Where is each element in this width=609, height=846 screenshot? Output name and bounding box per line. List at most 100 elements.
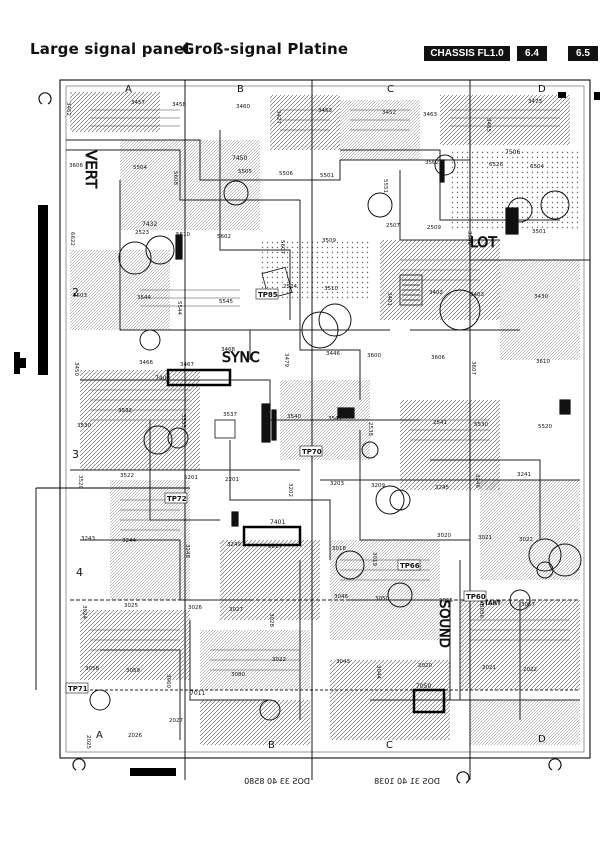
pcb-thin-traces [90,109,570,671]
tp71-label: TP71 [68,685,88,693]
page-header: Large signal panel Groß-signal Platine C… [0,0,609,70]
ref-designator: 2201 [225,477,239,483]
ref-designator: 5551 [382,179,388,193]
col-c-top: C [387,84,394,95]
ref-designator: 5505 [238,169,252,175]
ref-designator: 3460 [236,104,250,110]
ref-designator: 3241 [517,472,531,478]
ref-designator: 6526 [489,162,503,168]
title-english: Large signal panel [30,40,190,58]
ref-designator: 6504 [530,164,544,170]
chassis-badge: CHASSIS FL1.0 [424,46,510,61]
ref-designator: 3017 [268,544,282,550]
ref-designator: 3501 [532,229,546,235]
page-badge-6-4: 6.4 [517,46,547,61]
ref-designator: 2020 [418,663,432,669]
ref-designator: 3606 [69,163,83,169]
ic-labels: 7402 7401 7011 7050 7506 7450 7432 [142,149,520,697]
lot-label: LOT [470,235,497,251]
ref-designator: 3473 [528,99,542,105]
ref-designator: 3606 [431,355,445,361]
test-points: TP85 TP66 TP60 TP72 TP70 TP71 START [65,288,502,694]
ref-designator: 3043 [336,659,350,665]
ref-designator: 5504 [133,165,147,171]
ref-designator: 3450 [73,362,79,376]
ic-7011-label: 7011 [190,690,205,697]
ref-designator: 3467 [180,362,194,368]
ref-designator: 3463 [423,112,437,118]
ref-designator: 3018 [332,546,346,552]
ref-designator: 2026 [128,733,142,739]
ref-designator: 3466 [139,360,153,366]
ref-designator: 3403 [470,292,484,298]
coil-icon [214,266,423,439]
ref-designator: 2025 [85,735,91,749]
ref-designator: 3562 [425,160,439,166]
ref-designator: 3025 [124,603,138,609]
ref-designator: 3060 [165,674,171,688]
ref-designator: 3458 [172,102,186,108]
footer-mirror-text: DOS 33 40 8580 [244,777,310,786]
row-2: 2 [72,286,79,299]
ref-designator: 3468 [221,347,235,353]
ic-7506-label: 7506 [505,149,520,156]
ref-designator: 5506 [279,171,293,177]
ref-designator: 5608 [172,171,178,185]
title-german: Groß-signal Platine [182,40,349,58]
ref-designator: 3530 [77,423,91,429]
grid-labels: A B C D A B C D 2 3 4 [72,84,546,751]
ref-designator: 5544 [176,301,182,315]
ref-designator: 3209 [371,483,385,489]
ref-designator: 3453 [318,108,332,114]
ref-designator: 3026 [188,605,202,611]
ic-7450-label: 7450 [232,155,247,162]
ref-designator: 3244 [122,538,136,544]
ref-designator: 3465 [485,118,491,132]
col-c-bottom: C [386,740,393,751]
col-a-top: A [125,84,132,95]
ic-7401-icon [242,525,302,547]
ref-designator: 3544 [137,295,151,301]
ref-designator: 3019 [371,552,377,566]
col-d-bottom: D [538,734,546,745]
ref-designator: 3028 [268,613,274,627]
ref-designator: 3044 [375,665,381,679]
ref-designator: 3249 [227,542,241,548]
sync-label: SYNC [222,350,260,366]
ref-designator: 3462 [65,102,71,116]
ref-designator: 5530 [474,422,488,428]
capacitor-icon [175,159,571,527]
tp66-label: TP66 [400,562,420,570]
ref-designator: 5607 [279,240,285,254]
ref-designator: 2021 [482,665,496,671]
ref-designator: 3607 [470,361,476,375]
grid-lines [35,80,471,780]
ref-designator: 5602 [217,234,231,240]
tp70-label: TP70 [302,448,322,456]
ref-designator: 3452 [382,110,396,116]
ref-designator: 3020 [437,533,451,539]
copper-areas [70,92,580,745]
sound-label: SOUND [436,600,451,648]
ic-7432-label: 7432 [142,221,157,228]
ref-designator: 3427 [275,110,281,124]
page-badge-6-5: 6.5 [568,46,598,61]
col-a-bottom: A [96,730,103,741]
ref-designator: 3522 [120,473,134,479]
ref-designator: 3022 [272,657,286,663]
ref-designator: 2541 [433,420,447,426]
ref-designator: 3532 [118,408,132,414]
ref-designator: 3541 [328,416,342,422]
ref-designator: 3600 [367,353,381,359]
ref-designator: 2523 [135,230,149,236]
ref-designator: 2538 [367,422,373,436]
ref-designator: 3520 [77,475,83,489]
ref-designator: 6622 [69,232,75,246]
ref-designator: 3059 [126,668,140,674]
row-4: 4 [76,566,83,579]
board-outline [59,79,591,759]
ref-designator: 3203 [330,481,344,487]
tp85-label: TP85 [258,291,278,299]
ref-designator: 3057 [521,602,535,608]
